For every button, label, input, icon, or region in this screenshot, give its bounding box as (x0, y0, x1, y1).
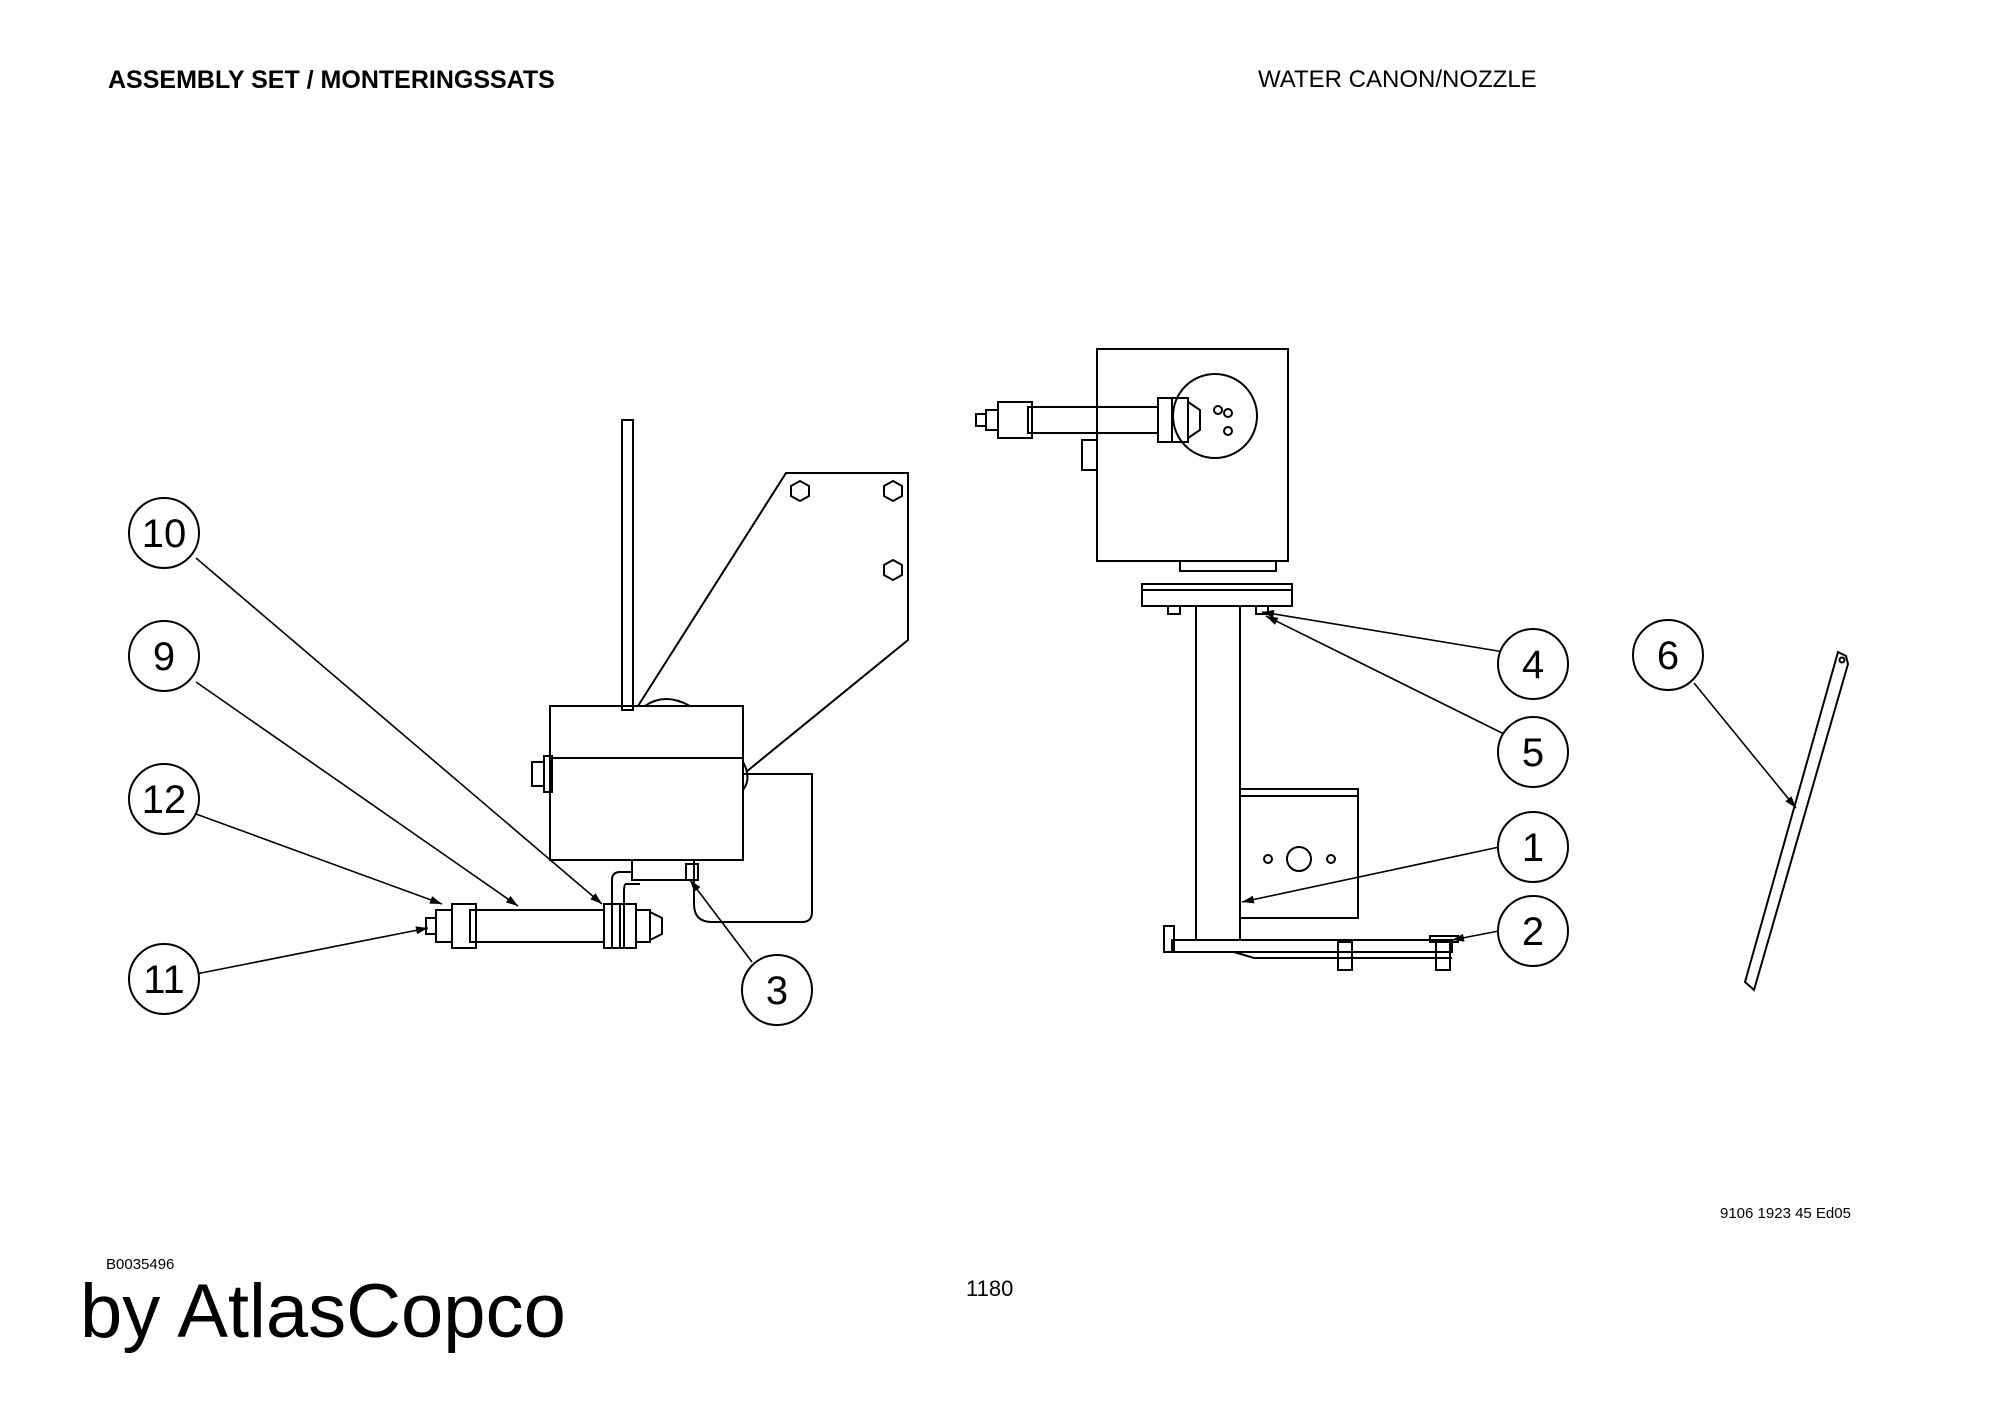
brand-watermark: by AtlasCopco (80, 1269, 566, 1354)
callout-11: 11 (128, 943, 200, 1015)
base-plate (1171, 939, 1453, 953)
callout-1: 1 (1497, 811, 1569, 883)
leader-lines (195, 557, 1797, 975)
drawing-id: B0035496 (106, 1256, 175, 1273)
callout-label: 9 (153, 635, 175, 679)
strip-part-view (1743, 650, 1850, 992)
hex-bolt (790, 479, 810, 503)
page-number: 1180 (966, 1276, 1014, 1301)
callout-label: 12 (142, 778, 187, 822)
nozzle-hub (1172, 373, 1258, 459)
callout-9: 9 (128, 620, 200, 692)
callout-label: 3 (766, 969, 788, 1013)
bracket-plate (637, 472, 909, 773)
callout-5: 5 (1497, 716, 1569, 788)
callout-label: 1 (1522, 826, 1544, 870)
callout-6: 6 (1632, 619, 1704, 691)
callout-3: 3 (741, 954, 813, 1026)
vertical-rod (621, 419, 634, 711)
page-title: ASSEMBLY SET / MONTERINGSSATS (108, 66, 555, 94)
hex-bolt (883, 479, 903, 503)
mounting-flange (1141, 583, 1293, 607)
callout-label: 6 (1657, 634, 1679, 678)
document-reference: 9106 1923 45 Ed05 (1720, 1205, 1851, 1222)
callout-label: 5 (1522, 731, 1544, 775)
callout-label: 10 (142, 512, 187, 556)
callout-label: 4 (1522, 643, 1544, 687)
support-column (1195, 605, 1241, 941)
center-assembly-view (975, 348, 1459, 971)
callout-2: 2 (1497, 895, 1569, 967)
callout-4: 4 (1497, 628, 1569, 700)
callout-12: 12 (128, 763, 200, 835)
left-assembly-view (425, 419, 909, 949)
callout-10: 10 (128, 497, 200, 569)
callout-label: 11 (143, 958, 185, 1002)
hex-bolt (883, 558, 903, 582)
main-housing (549, 705, 744, 861)
section-title: WATER CANON/NOZZLE (1258, 66, 1537, 93)
callout-label: 2 (1522, 910, 1544, 954)
